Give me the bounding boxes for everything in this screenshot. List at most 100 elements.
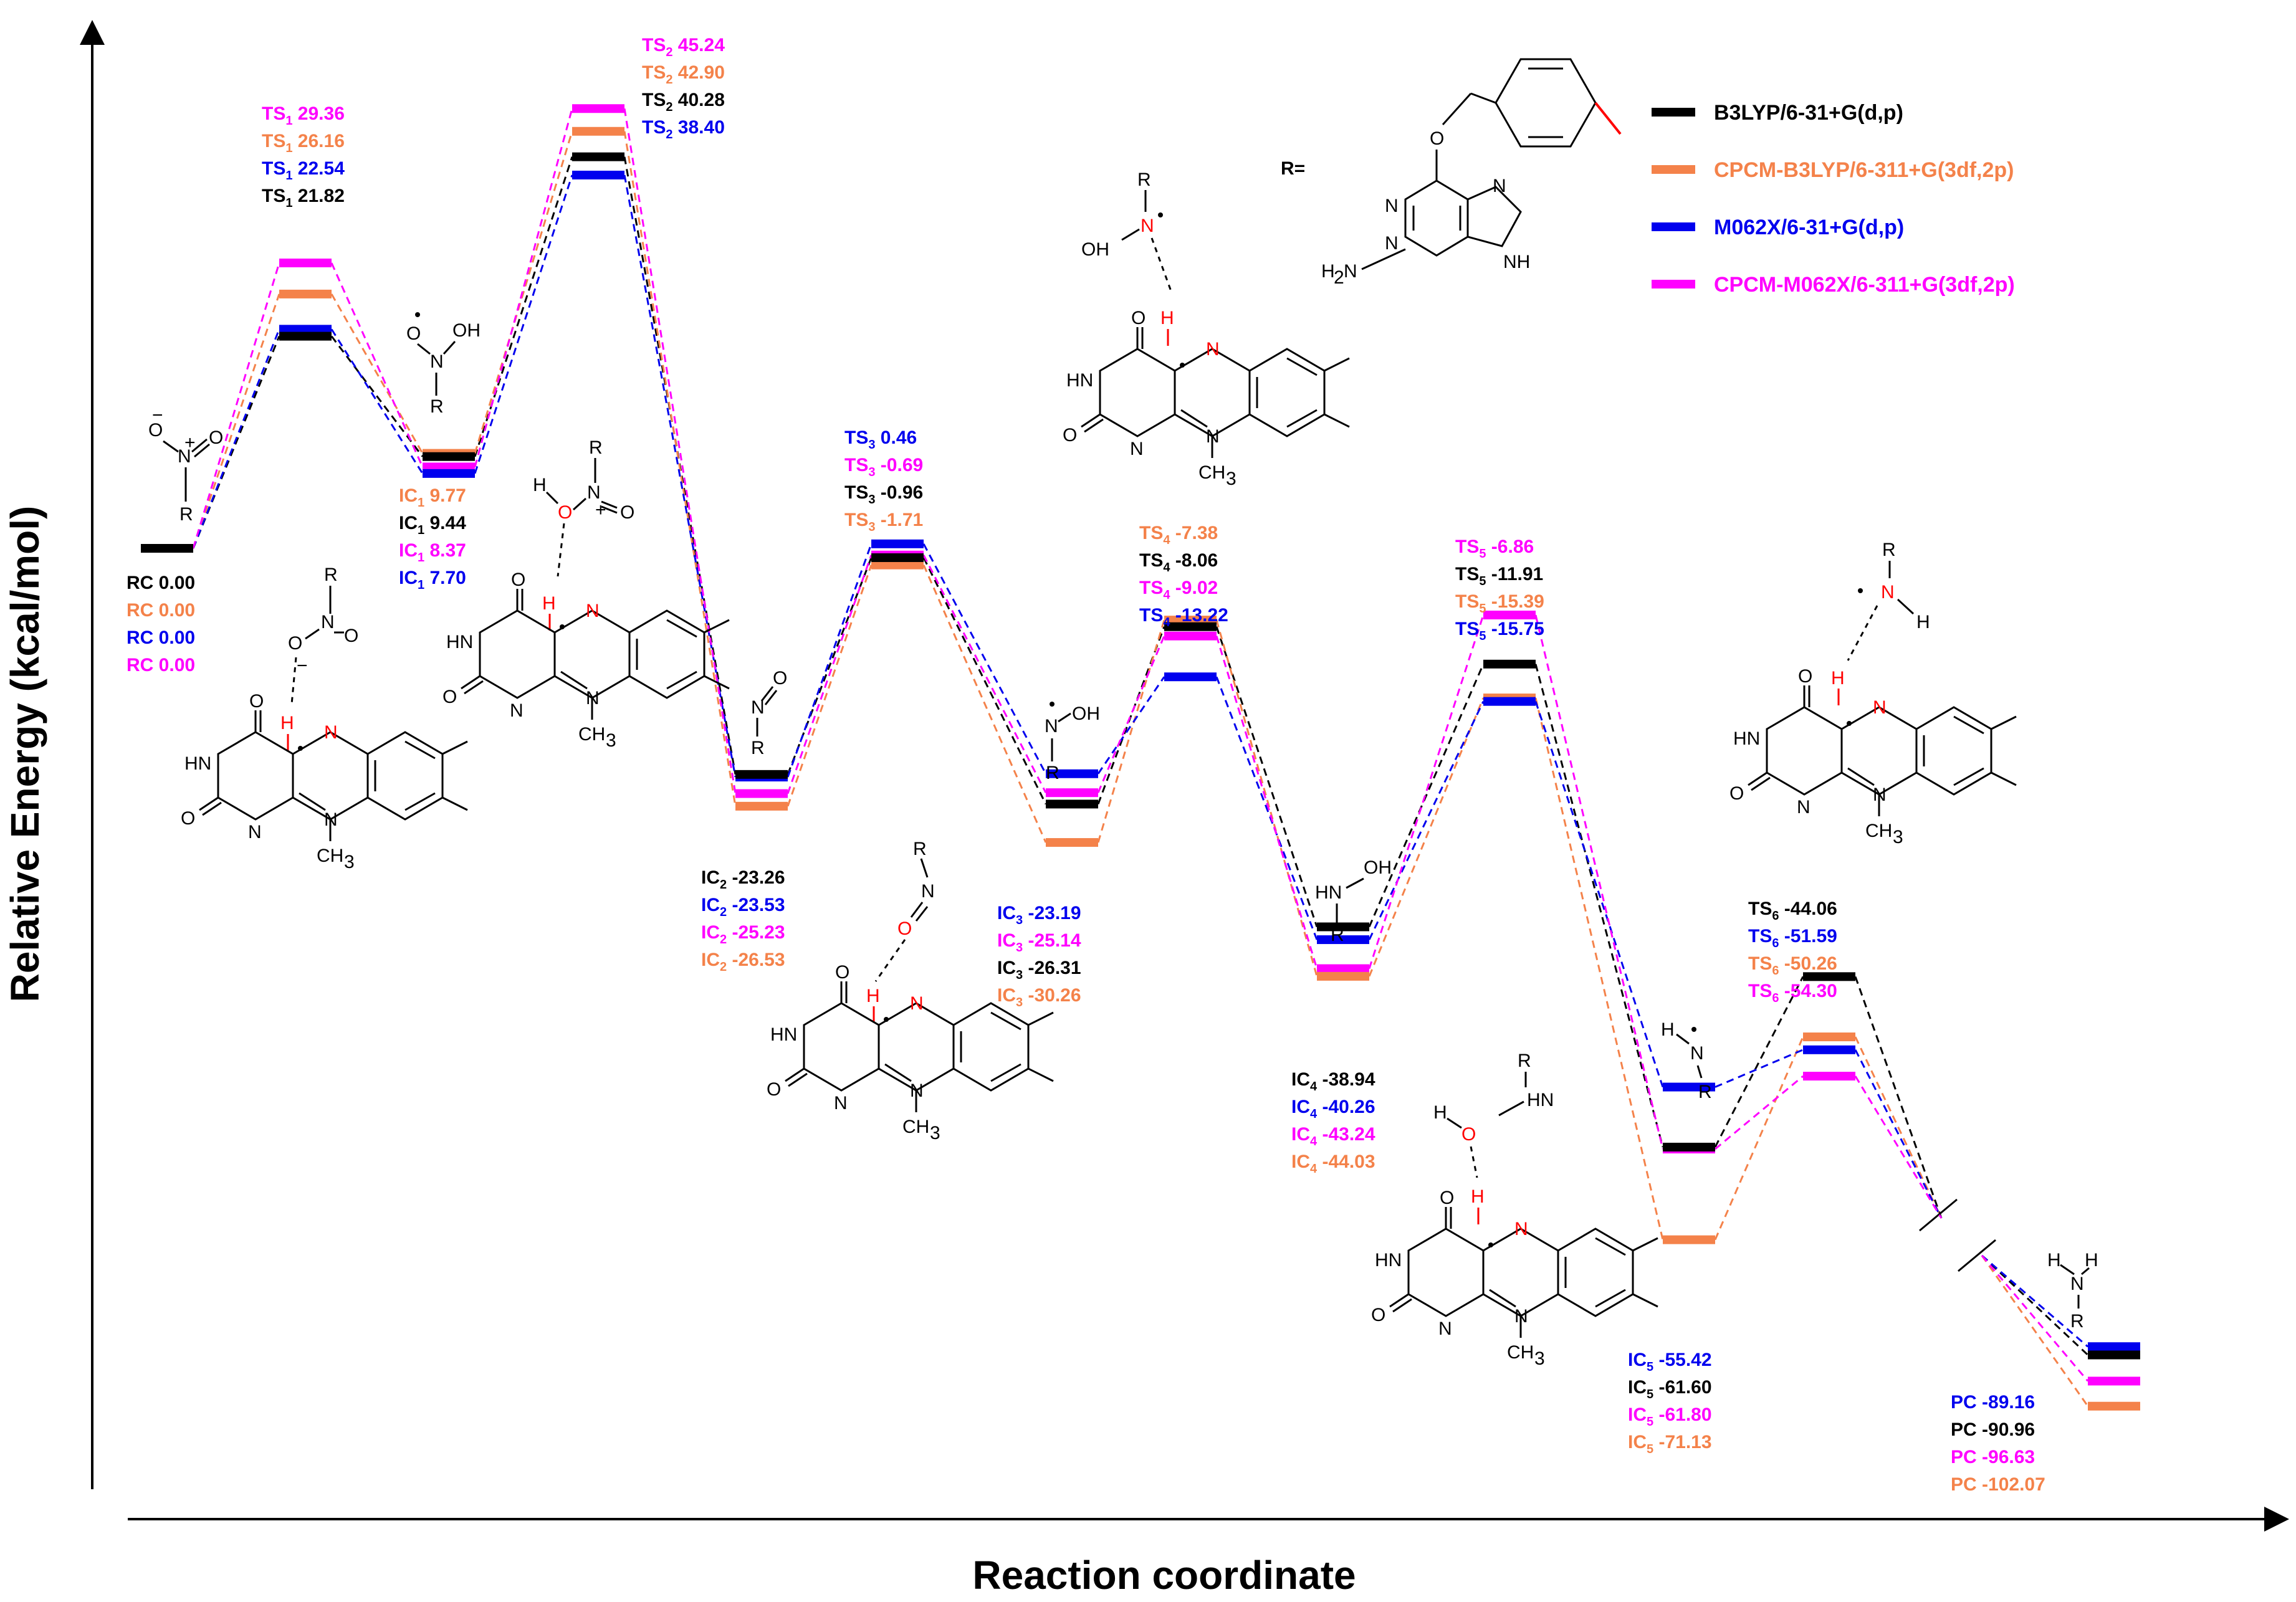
label-ts1-2: TS1 22.54: [262, 158, 345, 183]
connector-TS4-IC4-3: [1215, 636, 1318, 969]
connector-TS3-IC3-1: [922, 565, 1047, 843]
legend-label-3: CPCM-M062X/6-311+G(3df,2p): [1714, 273, 2015, 297]
svg-text:N: N: [2070, 1274, 2084, 1294]
connector-TS4-IC4-1: [1215, 619, 1318, 977]
label-ts1-3: TS1 21.82: [262, 186, 345, 210]
level-TS1-cpcm-b3lyp-6-311-g-3df-2p-: [279, 289, 332, 298]
label-ts2-2: TS2 40.28: [642, 90, 725, 114]
connector-break-PC-2: [1981, 1254, 2088, 1348]
legend-label-1: CPCM-B3LYP/6-311+G(3df,2p): [1714, 158, 2014, 182]
level-TS1-b3lyp-6-31-g-d-p-: [279, 331, 332, 341]
svg-text:R: R: [1698, 1082, 1712, 1102]
rc-nitro-structure: O − N + O R: [148, 405, 223, 525]
level-IC2-cpcm-m062x-6-311-g-3df-2p-: [735, 789, 788, 798]
label-rc-1: RC 0.00: [127, 600, 195, 621]
svg-text:N: N: [1690, 1043, 1704, 1064]
connector-IC4-TS5-2: [1368, 701, 1485, 940]
level-IC4-cpcm-b3lyp-6-311-g-3df-2p-: [1317, 971, 1369, 981]
label-ic1-2: IC1 8.37: [399, 540, 466, 565]
label-ts3-2: TS3 -0.96: [844, 482, 923, 507]
svg-text:O: O: [406, 323, 421, 344]
connector-IC1-TS2-2: [474, 174, 573, 474]
connector-break-PC-3: [1981, 1255, 2089, 1382]
ic3-structure: N OH R: [1045, 702, 1100, 783]
connector-break-PC-0: [1981, 1254, 2089, 1356]
level-TS6-b3lyp-6-31-g-d-p-: [1803, 972, 1855, 981]
level-TS6-m062x-6-31-g-d-p-: [1803, 1045, 1855, 1054]
svg-text:R: R: [751, 738, 765, 758]
level-IC5-cpcm-b3lyp-6-311-g-3df-2p-: [1663, 1235, 1715, 1244]
label-ts5-2: TS5 -15.39: [1455, 591, 1544, 616]
label-ts5-0: TS5 -6.86: [1455, 536, 1534, 561]
connector-RC-TS1-2: [192, 328, 280, 549]
svg-text:N: N: [1493, 176, 1506, 196]
legend-swatch-3: [1652, 280, 1695, 288]
legend-swatch-2: [1652, 222, 1695, 231]
label-ic4-2: IC4 -43.24: [1291, 1124, 1375, 1148]
label-ic4-0: IC4 -38.94: [1291, 1069, 1375, 1094]
ic2-complex-structure: R N O H: [866, 839, 935, 1022]
label-ts4-2: TS4 -9.02: [1139, 578, 1218, 602]
connector-IC3-TS4-0: [1097, 626, 1165, 804]
connector-TS2-IC2-1: [623, 131, 737, 807]
svg-text:H: H: [2047, 1250, 2061, 1271]
label-ts6-0: TS6 -44.06: [1748, 899, 1837, 923]
label-ic2-2: IC2 -25.23: [701, 922, 785, 946]
label-ic2-3: IC2 -26.53: [701, 950, 785, 974]
svg-text:H: H: [1471, 1186, 1485, 1207]
ic4-structure: HN OH R: [1315, 857, 1392, 945]
svg-text:N: N: [178, 446, 191, 467]
level-RC-b3lyp-6-31-g-d-p-: [141, 544, 193, 553]
level-TS1-cpcm-m062x-6-311-g-3df-2p-: [279, 258, 332, 267]
level-TS5-m062x-6-31-g-d-p-: [1483, 697, 1536, 706]
svg-text:R: R: [2070, 1311, 2084, 1332]
level-TS6-cpcm-m062x-6-311-g-3df-2p-: [1803, 1072, 1855, 1081]
svg-text:+: +: [184, 432, 196, 453]
connector-TS5-IC5-0: [1534, 664, 1664, 1148]
label-ic4-1: IC4 -40.26: [1291, 1097, 1375, 1121]
label-ts3-1: TS3 -0.69: [844, 455, 923, 479]
level-TS1-m062x-6-31-g-d-p-: [279, 325, 332, 334]
connector-IC2-TS3-3: [787, 555, 873, 794]
svg-text:H: H: [533, 475, 547, 495]
svg-text:O: O: [773, 668, 787, 689]
connector-TS6-break-1: [1854, 1036, 1943, 1219]
svg-text:OH: OH: [1364, 857, 1392, 878]
legend: B3LYP/6-31+G(d,p)CPCM-B3LYP/6-311+G(3df,…: [1652, 101, 2015, 297]
connector-TS5-IC5-1: [1534, 697, 1664, 1240]
level-PC-m062x-6-31-g-d-p-: [2088, 1342, 2140, 1352]
label-ts6-2: TS6 -50.26: [1748, 953, 1837, 978]
level-IC3-cpcm-b3lyp-6-311-g-3df-2p-: [1046, 838, 1098, 847]
svg-text:O: O: [620, 502, 634, 523]
svg-text:R: R: [1046, 763, 1060, 783]
level-TS4-cpcm-m062x-6-311-g-3df-2p-: [1164, 631, 1217, 641]
level-TS6-cpcm-b3lyp-6-311-g-3df-2p-: [1803, 1032, 1855, 1042]
connector-TS2-IC2-2: [623, 174, 737, 778]
level-TS4-m062x-6-31-g-d-p-: [1164, 672, 1217, 682]
connector-IC2-TS3-2: [787, 543, 873, 778]
connector-IC4-TS5-1: [1368, 697, 1485, 977]
svg-text:O: O: [897, 918, 912, 939]
level-PC-cpcm-b3lyp-6-311-g-3df-2p-: [2088, 1401, 2140, 1411]
level-IC4-b3lyp-6-31-g-d-p-: [1317, 922, 1369, 932]
svg-text:H: H: [1831, 668, 1845, 689]
svg-text:N: N: [321, 612, 335, 632]
level-TS3-b3lyp-6-31-g-d-p-: [871, 553, 924, 562]
connector-break-PC-1: [1981, 1255, 2089, 1407]
x-axis-title: Reaction coordinate: [972, 1553, 1356, 1598]
svg-text:N: N: [1141, 216, 1154, 236]
label-ts3-3: TS3 -1.71: [844, 510, 923, 534]
label-ts2-1: TS2 42.90: [642, 62, 725, 87]
svg-text:R: R: [430, 396, 444, 417]
label-ts2-3: TS2 38.40: [642, 117, 725, 141]
flavin-structure-6: [1728, 665, 2017, 849]
svg-text:O: O: [148, 420, 163, 441]
legend-label-2: M062X/6-31+G(d,p): [1714, 216, 1904, 239]
label-ic1-3: IC1 7.70: [399, 568, 466, 592]
r-group-structure: R= O N N N NH H 2 N: [1281, 58, 1622, 288]
svg-text:O: O: [288, 633, 302, 654]
connector-TS1-IC1-2: [330, 328, 424, 474]
pc-structure: H H N R: [2047, 1250, 2098, 1332]
connector-TS5-IC5-2: [1534, 701, 1664, 1088]
level-TS2-cpcm-b3lyp-6-311-g-3df-2p-: [572, 126, 624, 136]
